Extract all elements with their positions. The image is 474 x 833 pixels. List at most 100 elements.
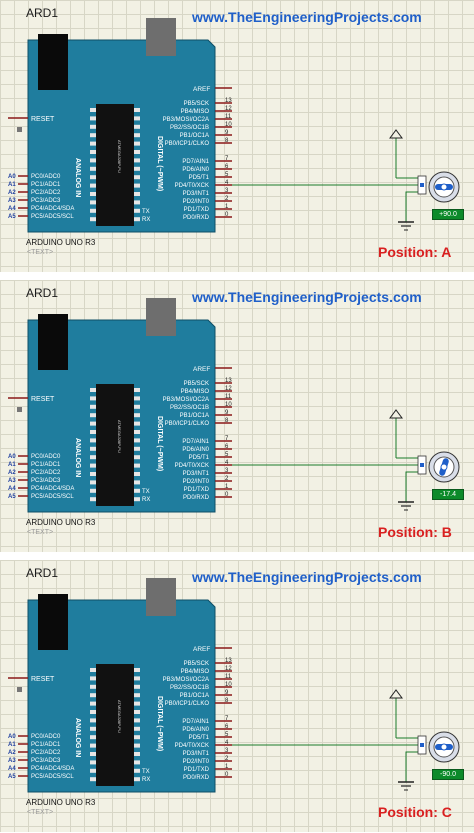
analog-pin-name: PC0/ADC0 <box>31 734 61 740</box>
servo-readout: +90.0 <box>432 209 464 220</box>
digital-pin-number: 6 <box>225 724 229 730</box>
digital-pin-number: 2 <box>225 196 229 202</box>
analog-header-label: ANALOG IN <box>74 718 81 757</box>
digital-pin-name: PB1/OC1A <box>180 413 209 419</box>
digital-pin-number: 8 <box>225 418 229 424</box>
digital-pin-name: PB4/MISO <box>181 669 210 675</box>
digital-pin-number: 10 <box>225 122 232 128</box>
reset-button[interactable] <box>17 687 22 692</box>
rx-label: RX <box>142 777 150 783</box>
tx-label: TX <box>142 489 150 495</box>
digital-pin-name: PD5/T1 <box>189 175 210 181</box>
digital-pin-name: PB2/SS/OC1B <box>170 685 209 691</box>
microcontroller-chip <box>96 384 134 506</box>
digital-pin-number: 3 <box>225 748 229 754</box>
digital-pin-number: 4 <box>225 180 229 186</box>
analog-pin-name: PC4/ADC4/SDA <box>31 206 74 212</box>
digital-pin-name: PB3/MOSI/OC2A <box>163 117 209 123</box>
digital-pin-name: PD5/T1 <box>189 455 210 461</box>
chip-label: ATMEGA328P-PU <box>117 700 122 733</box>
digital-header-label: DIGITAL (~PWM) <box>156 416 163 471</box>
power-arrow-icon <box>389 409 403 419</box>
digital-pin-number: 11 <box>225 114 232 120</box>
digital-pin-number: 2 <box>225 476 229 482</box>
digital-pin-name: PD0/RXD <box>183 215 210 221</box>
digital-pin-number: 1 <box>225 764 229 770</box>
analog-pin-number: A3 <box>8 198 16 204</box>
power-jack <box>38 594 68 650</box>
analog-pin-number: A0 <box>8 454 16 460</box>
analog-pin-name: PC1/ADC1 <box>31 462 61 468</box>
digital-pin-number: 13 <box>225 98 232 104</box>
digital-pin-name: PD3/INT1 <box>183 751 210 757</box>
digital-pin-name: PB5/SCK <box>184 101 209 107</box>
digital-pin-name: PD1/TXD <box>184 487 210 493</box>
usb-connector <box>146 578 176 616</box>
digital-pin-number: 8 <box>225 138 229 144</box>
digital-pin-name: PD7/AIN1 <box>182 159 209 165</box>
analog-pin-name: PC0/ADC0 <box>31 174 61 180</box>
position-label: Position: B <box>378 524 452 540</box>
analog-pin-number: A0 <box>8 734 16 740</box>
analog-pin-number: A4 <box>8 486 16 492</box>
servo-motor[interactable] <box>417 731 460 763</box>
digital-pin-name: PD2/INT0 <box>183 479 210 485</box>
digital-pin-name: PB0/ICP1/CLKO <box>165 421 210 427</box>
board-name: ARDUINO UNO R3 <box>26 238 96 247</box>
power-jack <box>38 34 68 90</box>
analog-pin-name: PC3/ADC3 <box>31 198 61 204</box>
digital-pin-name: PB3/MOSI/OC2A <box>163 677 209 683</box>
reset-button[interactable] <box>17 127 22 132</box>
website-caption: www.TheEngineeringProjects.com <box>192 289 422 305</box>
digital-pin-name: PD7/AIN1 <box>182 439 209 445</box>
digital-pin-number: 6 <box>225 444 229 450</box>
power-jack <box>38 314 68 370</box>
power-arrow-icon <box>389 129 403 139</box>
servo-readout: -17.4 <box>432 489 464 500</box>
analog-pin-number: A1 <box>8 462 16 468</box>
analog-pin-name: PC2/ADC2 <box>31 750 61 756</box>
digital-pin-name: PD2/INT0 <box>183 759 210 765</box>
tx-label: TX <box>142 769 150 775</box>
digital-pin-number: 0 <box>225 492 229 498</box>
analog-pin-number: A5 <box>8 214 16 220</box>
digital-pin-number: 4 <box>225 460 229 466</box>
analog-pin-name: PC3/ADC3 <box>31 758 61 764</box>
digital-pin-name: PB0/ICP1/CLKO <box>165 701 210 707</box>
digital-pin-name: PB0/ICP1/CLKO <box>165 141 210 147</box>
digital-pin-number: 12 <box>225 666 232 672</box>
analog-pin-name: PC0/ADC0 <box>31 454 61 460</box>
digital-pin-name: PD3/INT1 <box>183 191 210 197</box>
reset-label: RESET <box>31 116 55 123</box>
digital-pin-name: PD4/T0/XCK <box>175 463 209 469</box>
ground-wire <box>405 471 418 502</box>
power-arrow-icon <box>389 689 403 699</box>
position-label: Position: C <box>378 804 452 820</box>
digital-pin-number: 3 <box>225 188 229 194</box>
digital-pin-number: 5 <box>225 452 229 458</box>
servo-motor[interactable] <box>417 171 460 203</box>
digital-pin-name: PD7/AIN1 <box>182 719 209 725</box>
digital-pin-number: 0 <box>225 212 229 218</box>
analog-pin-name: PC2/ADC2 <box>31 470 61 476</box>
digital-pin-number: 3 <box>225 468 229 474</box>
reset-button[interactable] <box>17 407 22 412</box>
chip-label: ATMEGA328P-PU <box>117 140 122 173</box>
panel-separator <box>0 272 474 280</box>
servo-horn <box>435 743 453 751</box>
text-tag: <TEXT> <box>27 809 54 816</box>
digital-pin-number: 5 <box>225 732 229 738</box>
board-designator: ARD1 <box>26 566 59 580</box>
analog-pin-number: A1 <box>8 182 16 188</box>
digital-pin-number: 2 <box>225 756 229 762</box>
rx-label: RX <box>142 217 150 223</box>
digital-pin-number: 7 <box>225 716 229 722</box>
digital-pin-name: PB5/SCK <box>184 381 209 387</box>
servo-motor[interactable] <box>417 451 460 483</box>
tx-label: TX <box>142 209 150 215</box>
microcontroller-chip <box>96 664 134 786</box>
